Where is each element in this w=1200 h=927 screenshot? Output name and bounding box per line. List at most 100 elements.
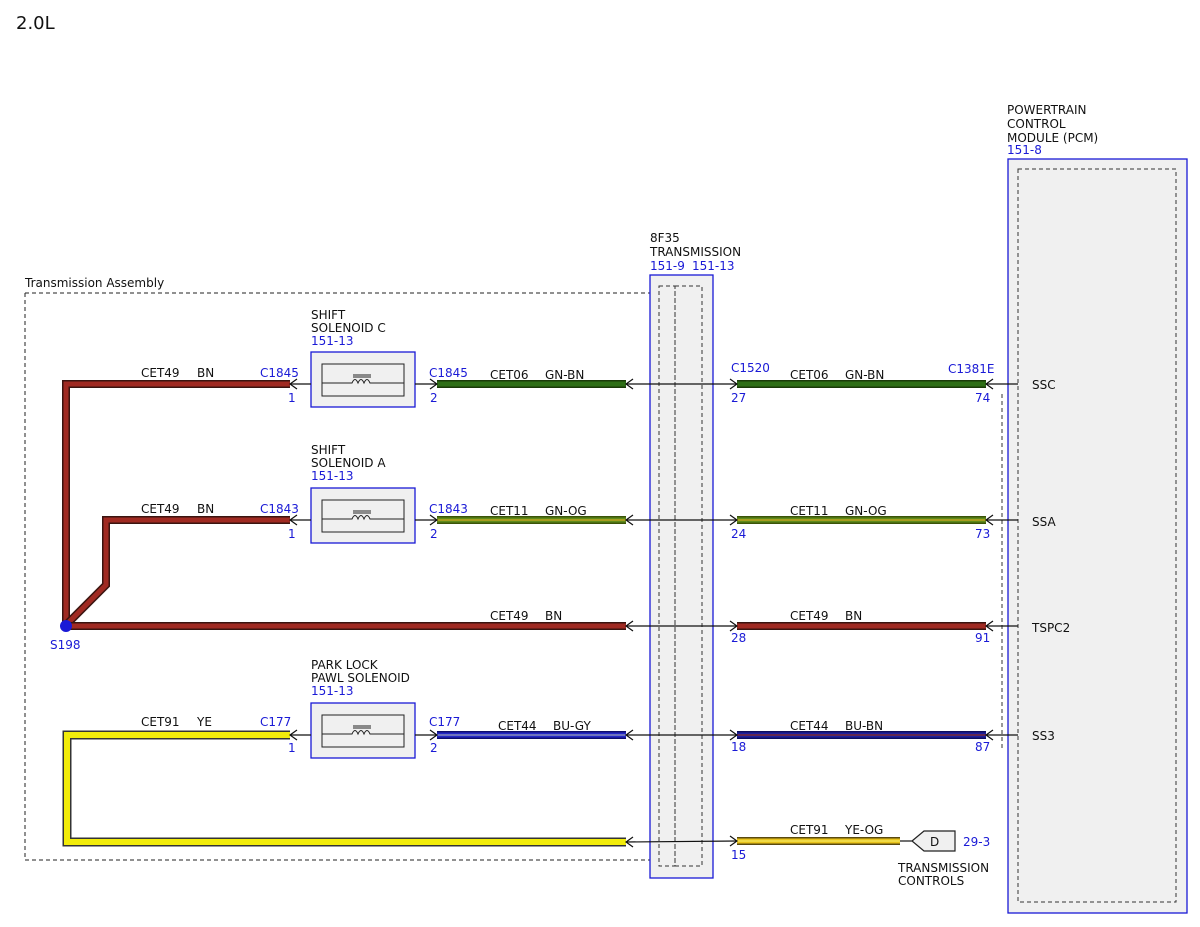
connector-chevron: [984, 620, 994, 632]
wire-color-label: YE: [196, 715, 212, 729]
transmission-connector-label: C1520: [731, 361, 770, 375]
wire-circuit-label: CET44: [498, 719, 537, 733]
transmission-pin: 27: [731, 391, 746, 405]
pcm-inner: [1017, 168, 1177, 903]
offpage-ref: 29-3: [963, 835, 990, 849]
pin-lines: [288, 378, 1018, 848]
solenoid-coil-box: [321, 363, 405, 397]
left-wires: S198: [50, 380, 626, 847]
wire-circuit-label: CET49: [790, 609, 829, 623]
transmission-assembly-label: Transmission Assembly: [24, 276, 164, 290]
solenoid-coil-box: [321, 714, 405, 748]
pcm-outline: [1007, 158, 1188, 914]
transmission-pin: 28: [731, 631, 746, 645]
solenoid-outline: [310, 702, 416, 759]
pcm-name-line: POWERTRAIN: [1007, 103, 1087, 117]
solenoid-outline: [310, 351, 416, 408]
pcm-signal-ssc: SSC: [1032, 378, 1056, 392]
connector-chevron: [288, 514, 439, 526]
wire-circuit-label: CET91: [790, 823, 829, 837]
wire-color-label: BN: [197, 502, 214, 516]
connector-chevron: [288, 729, 439, 741]
solenoid-name-line: SHIFT: [311, 308, 346, 322]
wire-color-label: GN-BN: [845, 368, 884, 382]
solenoid-connector-label: C1845: [260, 366, 299, 380]
offpage-connector-flag: [911, 830, 956, 852]
solenoid-connector-label: C1843: [429, 502, 468, 516]
solenoid-pin: 1: [288, 741, 296, 755]
connector-chevron: [624, 835, 739, 848]
wire-circuit-label: CET06: [490, 368, 529, 382]
solenoid-pin: 2: [430, 527, 438, 541]
solenoid-a: SHIFT SOLENOID A 151-13 C1843 C1843 1 2: [260, 443, 468, 544]
wire-circuit-label: CET49: [141, 366, 180, 380]
solenoid-c: SHIFT SOLENOID C 151-13 C1845 C1845 1 2: [260, 308, 468, 408]
solenoid-outline: [310, 487, 416, 544]
coil-icon: [322, 510, 404, 521]
pcm-pin: 91: [975, 631, 990, 645]
pcm-pin: 87: [975, 740, 990, 754]
transmission-ref: 151-9: [650, 259, 685, 273]
wire-circuit-label: CET49: [490, 609, 529, 623]
solenoid-pin: 2: [430, 391, 438, 405]
offpage-connector: D 29-3 TRANSMISSION CONTROLS: [897, 830, 990, 888]
offpage-letter: D: [930, 835, 939, 849]
wire-color-label: BU-BN: [845, 719, 883, 733]
wire-color-label: BN: [545, 609, 562, 623]
transmission-pin: 18: [731, 740, 746, 754]
wire-cet91-fill: [64, 732, 626, 845]
transmission-pin: 24: [731, 527, 746, 541]
wire-color-label: BN: [197, 366, 214, 380]
wire-color-label: BN: [845, 609, 862, 623]
transmission-name-line: 8F35: [650, 231, 680, 245]
transmission-connector-inner: [674, 285, 703, 867]
wire-color-label: YE-OG: [844, 823, 883, 837]
wire-circuit-label: CET91: [141, 715, 180, 729]
pcm-pin: 73: [975, 527, 990, 541]
solenoid-pin: 1: [288, 527, 296, 541]
solenoid-name-line: SHIFT: [311, 443, 346, 457]
pin-line: [625, 840, 738, 843]
solenoid-ref: 151-13: [311, 469, 354, 483]
wire-cet49-ssc-fill: [63, 381, 290, 625]
pcm-connector-label: C1381E: [948, 362, 995, 376]
offpage-name-line: TRANSMISSION: [897, 861, 989, 875]
connector-chevron: [624, 378, 739, 390]
splice-s198-dot: [60, 620, 72, 632]
solenoid-name-line: SOLENOID A: [311, 456, 386, 470]
connector-chevron: [624, 620, 739, 632]
solenoid-ref: 151-13: [311, 334, 354, 348]
transmission-connector-block: 8F35 TRANSMISSION 151-9 151-13: [649, 231, 741, 879]
wire-cet49-ssa-fill: [64, 517, 290, 627]
solenoid-name-line: SOLENOID C: [311, 321, 386, 335]
transmission-ref: 151-13: [692, 259, 735, 273]
transmission-name-line: TRANSMISSION: [649, 245, 741, 259]
solenoid-ref: 151-13: [311, 684, 354, 698]
engine-label: 2.0L: [16, 13, 55, 34]
wire-cet49-ssa: [63, 516, 290, 628]
wire-circuit-label: CET11: [790, 504, 829, 518]
connector-chevron: [624, 514, 739, 526]
solenoid-pin: 2: [430, 741, 438, 755]
pcm-signal-ss3: SS3: [1032, 729, 1055, 743]
park-lock-solenoid: PARK LOCK PAWL SOLENOID 151-13 C177 C177…: [260, 658, 460, 759]
pcm-pin: 74: [975, 391, 990, 405]
solenoid-name-line: PAWL SOLENOID: [311, 671, 410, 685]
solenoid-input-labels: CET49 BN CET49 BN CET91 YE CET49 BN: [141, 366, 562, 729]
connector-chevron: [984, 729, 994, 741]
wire-color-label: GN-BN: [545, 368, 584, 382]
solenoid-coil-box: [321, 499, 405, 533]
solenoid-pin: 1: [288, 391, 296, 405]
solenoid-connector-label: C1845: [429, 366, 468, 380]
pcm-name-line: MODULE (PCM): [1007, 131, 1098, 145]
solenoid-connector-label: C177: [429, 715, 460, 729]
connector-chevron: [288, 378, 439, 390]
transmission-connector-inner: [658, 285, 676, 867]
splice-label: S198: [50, 638, 81, 652]
connector-chevron: [984, 514, 994, 526]
offpage-name-line: CONTROLS: [898, 874, 964, 888]
coil-icon: [322, 374, 404, 385]
wire-color-label: GN-OG: [845, 504, 887, 518]
wire-circuit-label: CET06: [790, 368, 829, 382]
